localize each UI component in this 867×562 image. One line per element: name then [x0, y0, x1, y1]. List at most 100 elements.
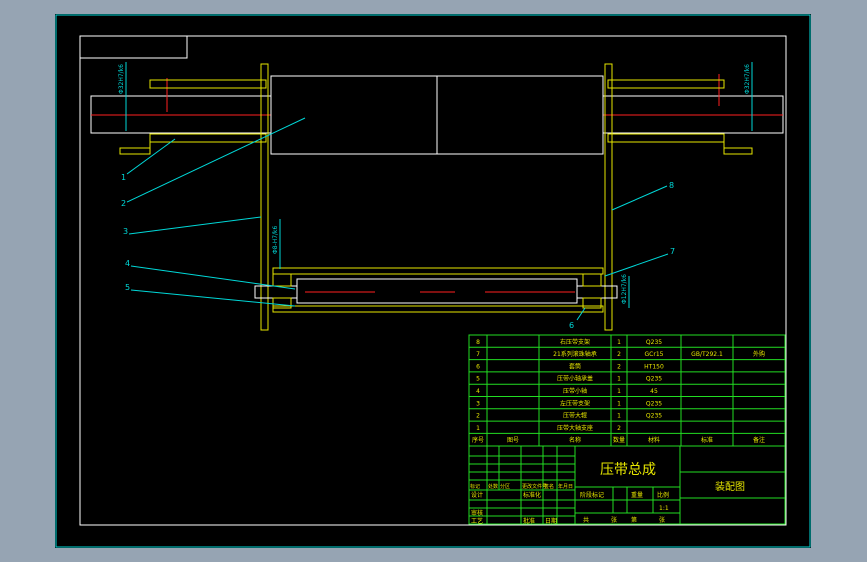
bom-header-standard: 标准 [701, 436, 713, 444]
tb-label-approve: 批准 [523, 517, 535, 525]
bom-cell-qty: 1 [617, 413, 621, 420]
drawing-sheet: Φ32H7/k6 Φ32H7/k6 Φ8-H7/k6 Φ12H7/k6 1 2 … [55, 14, 811, 548]
left-housing-top [149, 79, 267, 89]
leader-8 [611, 185, 668, 211]
left-bracket [260, 63, 269, 331]
tb-label-sheet: 张 [611, 516, 617, 524]
bom-header-qty: 数量 [613, 436, 625, 444]
right-housing-bottom [607, 133, 725, 143]
tb-label-stage: 阶段标记 [580, 491, 604, 499]
bom-cell-qty: 1 [617, 400, 621, 407]
right-base-plate [723, 147, 753, 155]
tb-label-weight: 重量 [631, 491, 643, 499]
tb-label-zone: 分区 [500, 483, 510, 490]
tb-label-process: 工艺 [471, 517, 483, 525]
callout-6: 6 [569, 321, 574, 330]
leader-2 [126, 117, 306, 203]
left-small-bearing-bottom [272, 297, 292, 309]
bom-header-no: 序号 [472, 436, 484, 444]
bom-cell-material: Q235 [646, 413, 662, 420]
dim-right-shaft: Φ32H7/k6 [744, 64, 751, 94]
tb-label-standardize: 标准化 [523, 491, 541, 499]
callout-1: 1 [121, 173, 126, 182]
bom-cell-name: 套筒 [569, 362, 581, 370]
tb-label-review: 审核 [471, 509, 483, 517]
lower-frame-bottom [272, 305, 604, 313]
tb-label-total: 共 [583, 516, 589, 524]
leader-5 [130, 289, 296, 307]
assembly-name: 压带总成 [600, 462, 656, 478]
left-small-bearing-top [272, 273, 292, 287]
bom-cell-qty: 2 [617, 363, 621, 370]
bom-cell-material: GCr15 [645, 351, 664, 358]
bom-cell-no: 4 [476, 388, 480, 395]
dim-left-shaft: Φ32H7/k6 [118, 64, 125, 94]
right-bracket [604, 63, 613, 331]
left-base-plate [119, 147, 151, 155]
leader-6 [576, 307, 586, 321]
tb-label-design: 设计 [471, 491, 483, 499]
bom-cell-name: 压带小轴承盖 [557, 375, 593, 383]
bom-cell-material: Q235 [646, 339, 662, 346]
tb-label-page-unit: 张 [659, 516, 665, 524]
callout-8: 8 [669, 181, 674, 190]
tb-label-page: 第 [631, 516, 637, 524]
bom-header-code: 图号 [507, 437, 519, 444]
tb-label-sign: 签名 [544, 483, 554, 490]
leader-1 [126, 138, 176, 175]
bom-cell-name: 右压带支架 [560, 338, 590, 346]
right-small-bearing-top [582, 273, 602, 287]
bom-cell-no: 6 [476, 363, 480, 370]
drawing-type: 装配图 [715, 480, 745, 493]
tb-label-date: 日期 [545, 517, 557, 525]
dim-right-small: Φ12H7/k6 [621, 274, 628, 304]
tb-label-ymd: 年月日 [558, 483, 573, 490]
callout-3: 3 [123, 227, 128, 236]
bom-cell-no: 8 [476, 339, 480, 346]
bom-cell-no: 5 [476, 376, 480, 383]
bom-cell-qty: 2 [617, 351, 621, 358]
tb-label-change: 更改文件号 [522, 483, 547, 490]
leader-3 [128, 216, 262, 235]
callout-4: 4 [125, 259, 130, 268]
bom-cell-material: Q235 [646, 376, 662, 383]
bom-header-name: 名称 [569, 436, 581, 444]
tb-label-count: 处数 [488, 483, 498, 490]
title-block-border [468, 445, 786, 525]
bom-cell-no: 2 [476, 413, 480, 420]
leader-4 [130, 265, 296, 290]
bom-cell-name: 21系列滚珠轴承 [553, 350, 597, 358]
bom-cell-material: HT150 [644, 363, 664, 370]
tb-label-mark: 标记 [470, 483, 480, 490]
dim-left-bearing: Φ8-H7/k6 [272, 225, 279, 254]
bom-cell-material: Q235 [646, 400, 662, 407]
inner-border [79, 35, 787, 526]
bom-cell-qty: 1 [617, 388, 621, 395]
bom-cell-no: 7 [476, 351, 480, 358]
title-block: 压带总成 装配图 标记 处数 分区 更改文件号 签名 年月日 设计 标准化 审核… [468, 445, 786, 525]
callout-7: 7 [670, 247, 675, 256]
bom-header-material: 材料 [648, 436, 660, 444]
left-housing-bottom [149, 133, 267, 143]
callout-2: 2 [121, 199, 126, 208]
bom-cell-name: 左压带支架 [560, 399, 590, 407]
scale-value: 1:1 [659, 505, 669, 512]
right-small-bearing-bottom [582, 297, 602, 309]
small-roller [296, 278, 578, 304]
bom-cell-no: 3 [476, 400, 480, 407]
bom-cell-qty: 1 [617, 339, 621, 346]
outer-border [55, 14, 811, 548]
tb-label-scale: 比例 [657, 491, 669, 499]
leader-7 [604, 253, 669, 277]
right-housing-top [607, 79, 725, 89]
bom-cell-name: 压带大辊 [563, 412, 587, 420]
bom-cell-name: 压带大轴支座 [557, 424, 593, 432]
bom-cell-note: 外购 [753, 350, 765, 358]
small-shaft-right [576, 285, 618, 299]
bom-cell-standard: GB/T292.1 [691, 351, 723, 358]
bom-cell-qty: 2 [617, 425, 621, 432]
bom-cell-qty: 1 [617, 376, 621, 383]
callout-5: 5 [125, 283, 130, 292]
bom-header-note: 备注 [753, 436, 765, 444]
